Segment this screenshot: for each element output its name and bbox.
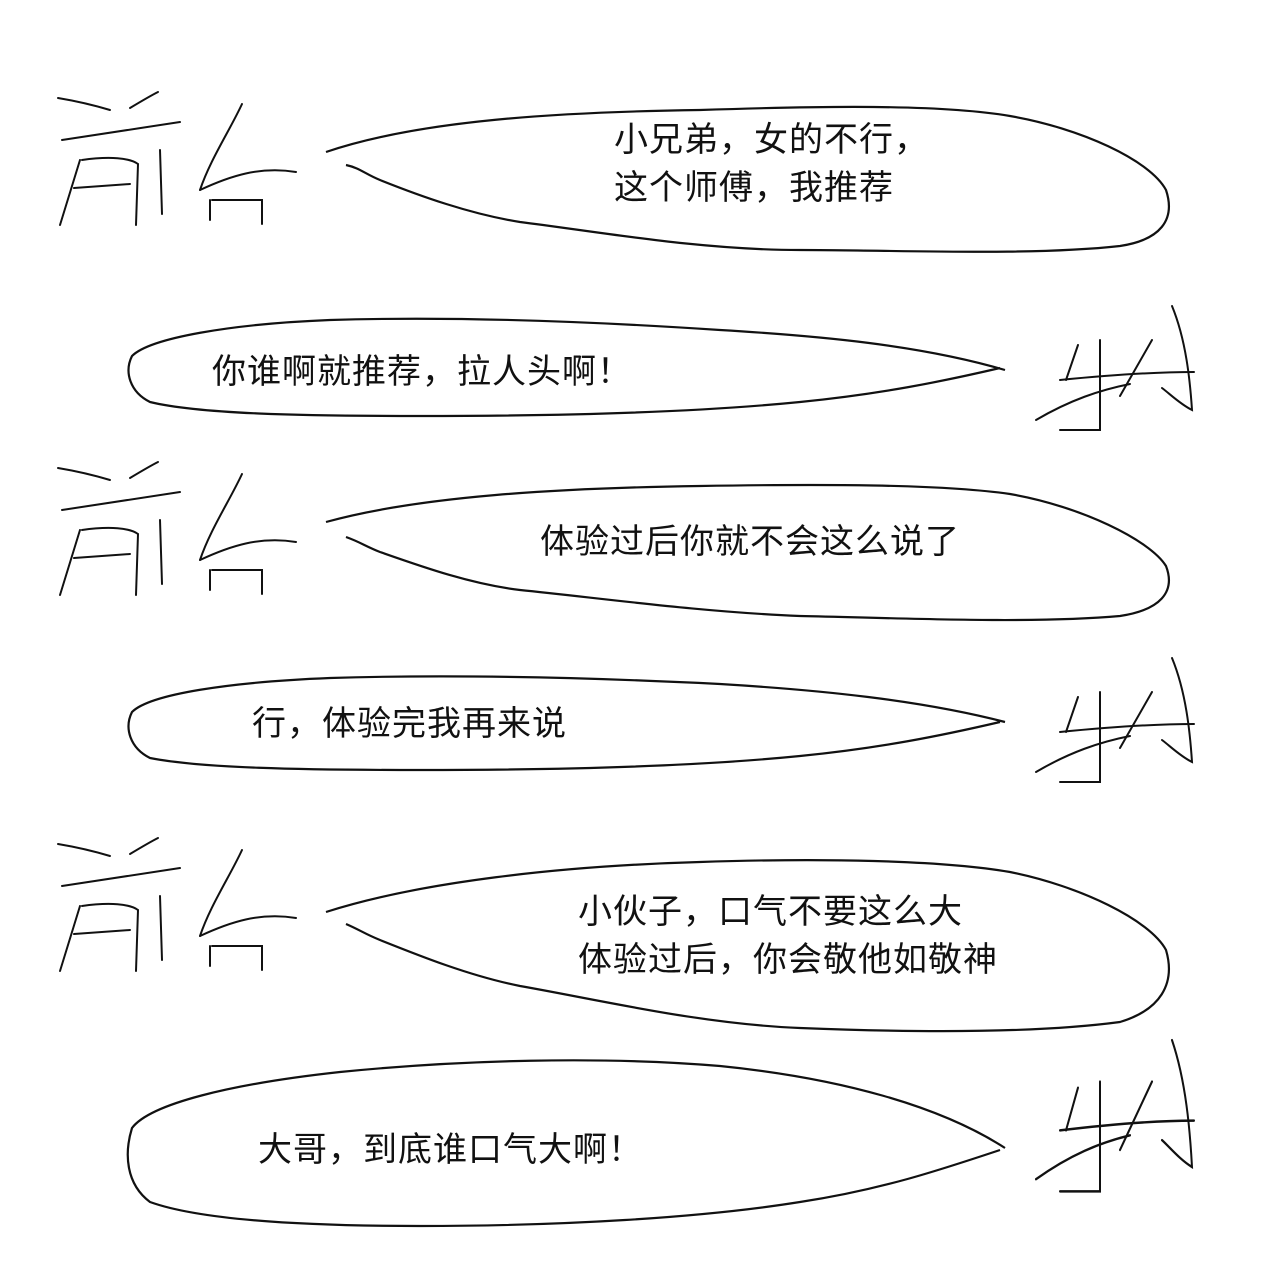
- bubble-5-line-2: 体验过后，你会敬他如敬神: [578, 940, 998, 980]
- speaker-label-front-desk-3: [57, 837, 297, 972]
- bubble-1-line-1: 小兄弟，女的不行，: [614, 120, 929, 160]
- speech-bubble-5: [325, 859, 1170, 1033]
- bubble-3-line-1: 体验过后你就不会这么说了: [540, 522, 960, 562]
- speaker-label-me-2: [1035, 657, 1195, 783]
- bubble-1-line-2: 这个师傅，我推荐: [614, 168, 894, 208]
- speaker-label-me-3: [1035, 1038, 1195, 1193]
- speech-bubble-4: [127, 675, 1006, 772]
- bubble-2-line-1: 你谁啊就推荐，拉人头啊！: [212, 352, 632, 392]
- speaker-label-me-1: [1035, 305, 1195, 431]
- speech-bubble-2: [127, 317, 1006, 418]
- speech-bubble-3: [325, 483, 1170, 622]
- bubble-5-line-1: 小伙子，口气不要这么大: [578, 892, 963, 932]
- bubble-4-line-1: 行，体验完我再来说: [252, 704, 567, 744]
- bubble-6-line-1: 大哥，到底谁口气大啊！: [258, 1130, 643, 1170]
- speaker-label-front-desk-2: [57, 461, 297, 596]
- speech-bubble-1: [325, 105, 1170, 253]
- speech-bubble-6: [126, 1059, 1006, 1228]
- speaker-label-front-desk-1: [57, 91, 297, 226]
